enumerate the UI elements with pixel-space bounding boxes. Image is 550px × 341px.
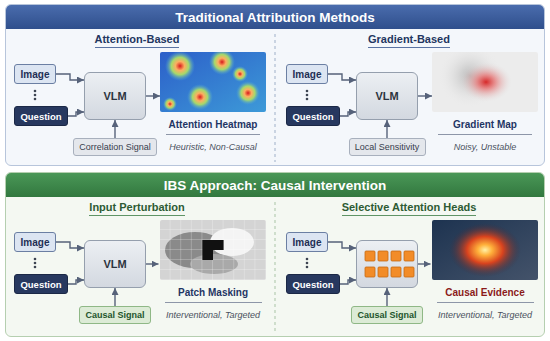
section-title: Input Perturbation bbox=[89, 201, 184, 216]
divider bbox=[275, 34, 276, 162]
image-box-label: Image bbox=[21, 69, 50, 80]
flow-arrow bbox=[418, 95, 432, 96]
flow-arrow bbox=[114, 288, 115, 306]
signal-box: Local Sensitivity bbox=[349, 138, 426, 156]
image-box-label: Image bbox=[293, 237, 322, 248]
flow-arrow bbox=[68, 280, 84, 284]
figure-note: Interventional, Targeted bbox=[166, 310, 260, 320]
panel-title: Traditional Attribution Methods bbox=[175, 10, 375, 25]
figure-caption: Patch Masking bbox=[178, 287, 248, 298]
figure-note-row: Heuristic, Non-Causal bbox=[166, 134, 260, 154]
figure-note: Heuristic, Non-Causal bbox=[169, 142, 257, 152]
gradient-map-image bbox=[432, 52, 538, 112]
header-band: Traditional Attribution Methods bbox=[6, 5, 544, 29]
section-title: Attention-Based bbox=[95, 33, 180, 48]
figure-caption: Attention Heatmap bbox=[169, 119, 258, 130]
vlm-box bbox=[356, 240, 418, 288]
figure-caption-row: Gradient Map bbox=[432, 114, 538, 132]
causal-evidence-image bbox=[432, 220, 538, 280]
flow-arrow bbox=[340, 112, 356, 116]
signal-box: Correlation Signal bbox=[73, 138, 157, 156]
question-box: Question bbox=[286, 106, 340, 126]
figure-caption-row: Causal Evidence bbox=[431, 282, 540, 300]
figure-caption-row: Attention Heatmap bbox=[160, 114, 266, 132]
vlm-box: VLM bbox=[84, 72, 146, 120]
figure-note: Interventional, Targeted bbox=[438, 310, 532, 320]
image-box: Image bbox=[286, 232, 328, 252]
flow-arrow bbox=[146, 95, 160, 96]
attention-heads bbox=[365, 251, 414, 277]
question-box: Question bbox=[286, 274, 340, 294]
image-box-label: Image bbox=[293, 69, 322, 80]
patch-masking-image bbox=[160, 220, 266, 280]
signal-box: Causal Signal bbox=[351, 306, 423, 324]
image-box-label: Image bbox=[21, 237, 50, 248]
image-box: Image bbox=[286, 64, 328, 84]
figure-note-row: Interventional, Targeted bbox=[437, 302, 534, 322]
figure-caption-row: Patch Masking bbox=[159, 282, 268, 300]
question-box-label: Question bbox=[292, 111, 333, 122]
image-box: Image bbox=[14, 232, 56, 252]
signal-box-label: Correlation Signal bbox=[79, 142, 151, 152]
header-band: IBS Approach: Causal Intervention bbox=[6, 173, 544, 197]
flow-arrow bbox=[340, 280, 356, 284]
panel-title: IBS Approach: Causal Intervention bbox=[164, 178, 386, 193]
section-title: Selective Attention Heads bbox=[342, 201, 477, 216]
vlm-box: VLM bbox=[84, 240, 146, 288]
flow-arrow bbox=[328, 242, 356, 248]
flow-arrow bbox=[386, 120, 387, 138]
flow-arrow bbox=[56, 242, 84, 248]
section-title: Gradient-Based bbox=[368, 33, 450, 48]
flow-arrow bbox=[386, 288, 387, 306]
signal-box-label: Local Sensitivity bbox=[355, 142, 420, 152]
figure-note-row: Interventional, Targeted bbox=[165, 302, 262, 322]
signal-box: Causal Signal bbox=[79, 306, 151, 324]
signal-box-label: Causal Signal bbox=[85, 310, 144, 320]
flow-arrow bbox=[418, 263, 431, 264]
question-box: Question bbox=[14, 274, 68, 294]
image-box: Image bbox=[14, 64, 56, 84]
question-box-label: Question bbox=[292, 279, 333, 290]
flow-arrow bbox=[328, 74, 356, 80]
flow-arrow bbox=[68, 112, 84, 116]
vlm-box: VLM bbox=[356, 72, 418, 120]
figure-caption: Gradient Map bbox=[453, 119, 517, 130]
attention-heatmap-image bbox=[160, 52, 266, 112]
divider bbox=[275, 202, 276, 332]
question-box-label: Question bbox=[20, 111, 61, 122]
question-box-label: Question bbox=[20, 279, 61, 290]
vlm-box-label: VLM bbox=[375, 90, 398, 102]
question-box: Question bbox=[14, 106, 68, 126]
flow-arrow bbox=[56, 74, 84, 80]
figure-note: Noisy, Unstable bbox=[454, 142, 516, 152]
vlm-box-label: VLM bbox=[103, 258, 126, 270]
flow-arrow bbox=[114, 120, 115, 138]
vlm-box-label: VLM bbox=[103, 90, 126, 102]
signal-box-label: Causal Signal bbox=[357, 310, 416, 320]
figure-caption: Causal Evidence bbox=[445, 287, 524, 298]
figure-note-row: Noisy, Unstable bbox=[438, 134, 532, 154]
flow-arrow bbox=[146, 263, 159, 264]
